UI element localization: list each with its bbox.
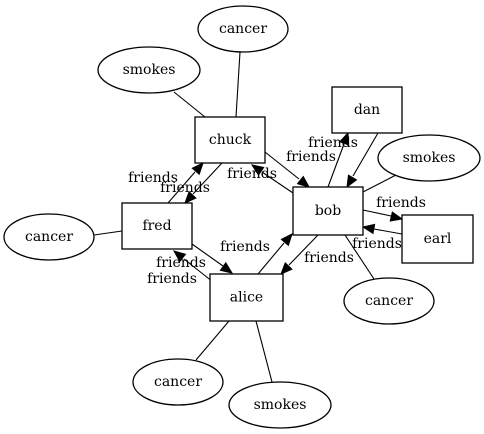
edge-bob-to-alice — [288, 234, 319, 266]
node-label-earl: earl — [424, 231, 452, 247]
arrowhead-alice-to-bob — [280, 233, 293, 247]
node-shape-bob — [292, 186, 364, 236]
nodes-layer: chuck dan bob fred alice earl cancer smokes smok… — [3, 5, 481, 429]
arrowhead-bob-to-dan — [338, 131, 350, 146]
node-label-c_fred: cancer — [25, 229, 73, 245]
node-s_alice: smokes — [228, 381, 332, 429]
edge-label-bob-to-dan: friends — [308, 135, 358, 151]
node-fred: fred — [121, 202, 193, 250]
node-chuck: chuck — [194, 116, 266, 164]
edge-bob-to-earl — [362, 209, 392, 217]
arrowhead-bob-to-earl — [389, 211, 404, 222]
edge-alice-to-bob — [257, 242, 285, 275]
edge-label-alice-to-fred: friends — [156, 255, 206, 271]
edge-label-alice-to-bob: friends — [220, 239, 270, 255]
node-shape-dan — [331, 86, 403, 134]
edge-alice-to-fred — [183, 258, 214, 283]
edges-layer — [93, 51, 404, 383]
node-shape-fred — [121, 202, 193, 250]
node-c_bob: cancer — [343, 277, 435, 325]
edge-label-chuck-to-fred: friends — [160, 180, 210, 196]
edge-bob-to-c_bob — [344, 234, 375, 280]
node-shape-c_bob — [343, 277, 435, 325]
node-shape-c_alice — [132, 358, 224, 406]
edge-alice-to-s_alice — [255, 320, 273, 383]
node-shape-earl — [401, 214, 474, 264]
edge-chuck-to-c_chuck — [235, 51, 241, 118]
node-label-chuck: chuck — [209, 132, 252, 148]
arrowhead-fred-to-chuck — [191, 162, 204, 176]
node-label-alice: alice — [230, 290, 263, 306]
node-dan: dan — [331, 86, 403, 134]
node-shape-alice — [209, 273, 284, 322]
node-c_fred: cancer — [3, 213, 95, 261]
edge-chuck-to-bob — [264, 151, 300, 180]
arrowhead-earl-to-bob — [361, 223, 376, 235]
arrowhead-bob-to-alice — [280, 261, 293, 275]
node-label-c_alice: cancer — [154, 374, 202, 390]
edge-label-chuck-to-bob: friends — [286, 149, 336, 165]
edge-fred-to-c_fred — [93, 230, 123, 236]
edge-labels-layer: friendsfriendsfriendsfriendsfriendsfrien… — [128, 135, 426, 287]
node-shape-c_fred — [3, 213, 95, 261]
edge-bob-to-dan — [327, 143, 345, 188]
edge-label-earl-to-bob: friends — [352, 236, 402, 252]
edge-bob-to-chuck — [261, 171, 294, 194]
arrowhead-alice-to-fred — [172, 250, 187, 263]
arrowhead-chuck-to-fred — [184, 190, 197, 204]
node-label-s_chuck: smokes — [123, 62, 176, 78]
edge-label-fred-to-chuck: friends — [128, 170, 178, 186]
node-label-s_bob: smokes — [403, 150, 456, 166]
edge-fred-to-alice — [191, 243, 224, 267]
edge-fred-to-chuck — [167, 171, 196, 204]
arrowhead-dan-to-bob — [346, 174, 358, 189]
node-shape-s_bob — [377, 134, 481, 182]
edge-chuck-to-s_chuck — [173, 91, 206, 118]
edge-earl-to-bob — [373, 228, 403, 235]
edge-alice-to-c_alice — [195, 320, 230, 361]
node-label-fred: fred — [142, 218, 171, 234]
node-shape-s_chuck — [97, 46, 201, 94]
node-earl: earl — [401, 214, 474, 264]
node-s_bob: smokes — [377, 134, 481, 182]
node-alice: alice — [209, 273, 284, 322]
edge-label-bob-to-alice: friends — [304, 250, 354, 266]
node-c_chuck: cancer — [197, 5, 289, 53]
arrowhead-chuck-to-bob — [296, 175, 311, 188]
node-label-c_chuck: cancer — [219, 21, 267, 37]
node-label-c_bob: cancer — [365, 293, 413, 309]
edge-label-bob-to-chuck: friends — [227, 166, 277, 182]
arrowhead-fred-to-alice — [219, 261, 234, 274]
node-label-s_alice: smokes — [254, 397, 307, 413]
node-label-bob: bob — [315, 203, 341, 219]
arrowhead-bob-to-chuck — [250, 164, 265, 176]
node-shape-chuck — [194, 116, 266, 164]
edge-label-bob-to-earl: friends — [376, 195, 426, 211]
node-bob: bob — [292, 186, 364, 236]
node-shape-c_chuck — [197, 5, 289, 53]
edge-dan-to-bob — [352, 132, 379, 177]
edge-label-fred-to-alice: friends — [147, 271, 197, 287]
node-label-dan: dan — [354, 102, 380, 118]
edge-chuck-to-fred — [192, 162, 223, 195]
node-c_alice: cancer — [132, 358, 224, 406]
edge-bob-to-s_bob — [362, 174, 397, 193]
node-s_chuck: smokes — [97, 46, 201, 94]
node-shape-s_alice — [228, 381, 332, 429]
